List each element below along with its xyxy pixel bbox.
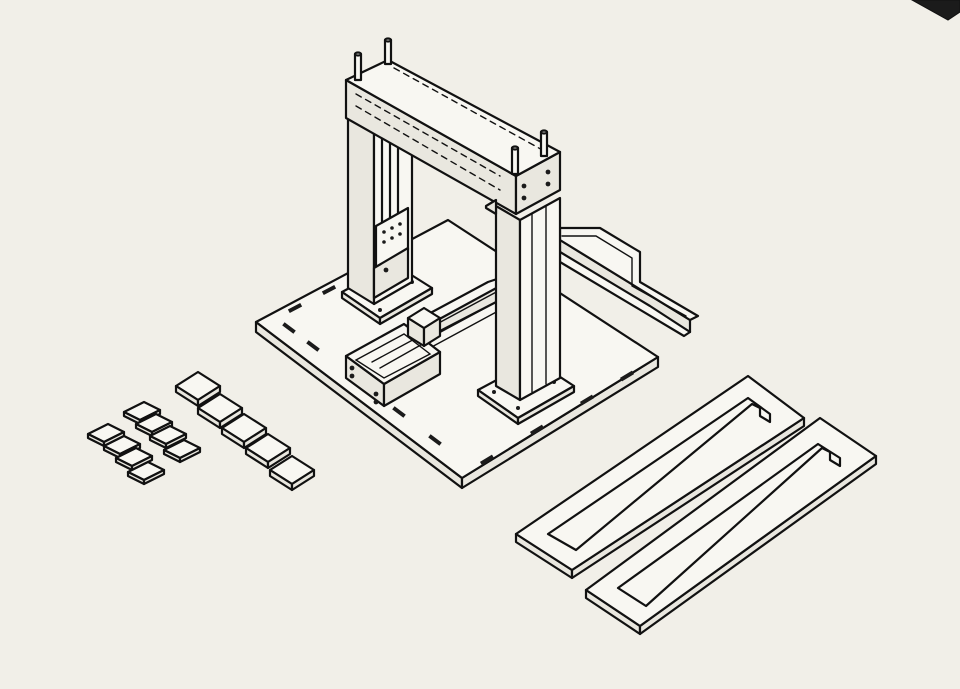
pin-2 [383,37,393,66]
stepper-motor [406,306,442,348]
beam-pins [353,37,549,176]
gantry-post-right [476,196,576,426]
corner-mark [910,0,960,21]
tab-5 [122,400,162,426]
pin-4 [539,129,549,158]
pin-3 [510,145,520,176]
tab-8 [162,438,202,464]
block-1 [174,370,222,408]
tab-3 [114,446,154,472]
rectangular-frame-plate-2 [584,416,878,636]
tab-4 [126,460,166,486]
block-4 [244,432,292,470]
block-5 [268,454,316,492]
block-3 [220,412,268,450]
tab-7 [148,424,188,450]
spacer-blocks [174,370,316,492]
gantry-top-beam [344,58,562,216]
gantry-post-left [340,100,434,326]
small-spacer-tabs [86,400,202,486]
output-ramp [558,226,700,338]
pin-1 [353,51,363,82]
beam-finger-joints [355,67,547,191]
rectangular-frame-plate-1 [514,374,806,580]
